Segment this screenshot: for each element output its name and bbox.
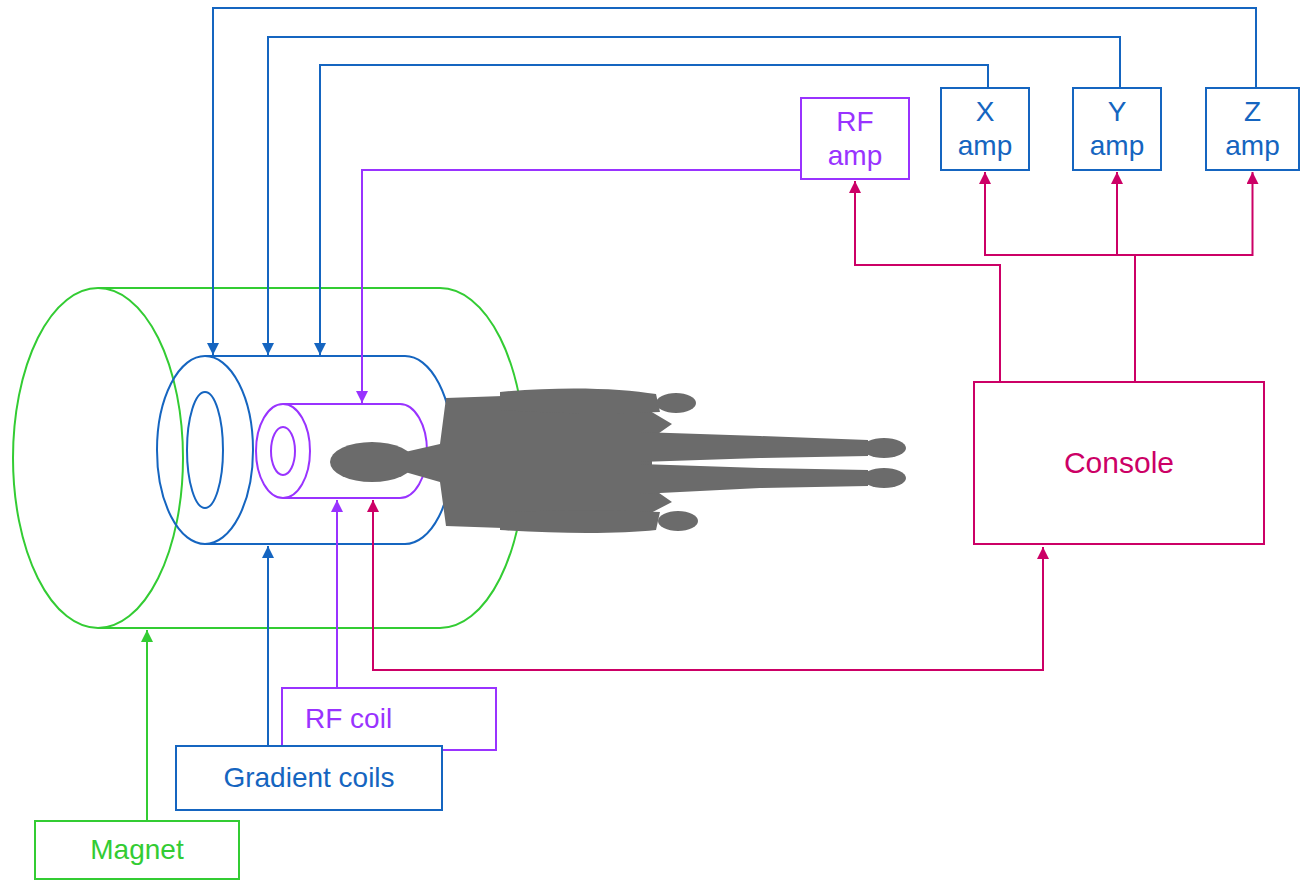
rf-cylinder bbox=[256, 404, 427, 498]
node-label: X amp bbox=[958, 95, 1012, 162]
label-box: Gradient coils bbox=[175, 745, 443, 811]
receive-line bbox=[373, 500, 1043, 670]
magnet-lead bbox=[146, 630, 148, 820]
control-connector bbox=[1135, 172, 1253, 381]
label-box: RF coil bbox=[281, 687, 497, 751]
gradient-leads bbox=[213, 8, 1256, 745]
console-box: Console bbox=[973, 381, 1265, 545]
node-label: Z amp bbox=[1225, 95, 1279, 162]
node-label: Magnet bbox=[90, 833, 183, 867]
amplifier-box: Z amp bbox=[1205, 87, 1300, 171]
rf-leads bbox=[337, 170, 800, 687]
control-connector bbox=[1117, 172, 1135, 381]
amplifier-box: X amp bbox=[940, 87, 1030, 171]
node-label: RF coil bbox=[305, 702, 392, 736]
control-connector bbox=[855, 181, 1000, 381]
node-label: RF amp bbox=[828, 105, 882, 172]
node-label: Console bbox=[1064, 445, 1174, 481]
label-box: Magnet bbox=[34, 820, 240, 880]
gradient-cylinder bbox=[157, 356, 453, 544]
amplifier-box: RF amp bbox=[800, 97, 910, 180]
patient-silhouette bbox=[330, 388, 906, 533]
node-label: Gradient coils bbox=[223, 761, 394, 795]
amplifier-box: Y amp bbox=[1072, 87, 1162, 171]
node-label: Y amp bbox=[1090, 95, 1144, 162]
control-connector bbox=[985, 172, 1135, 381]
